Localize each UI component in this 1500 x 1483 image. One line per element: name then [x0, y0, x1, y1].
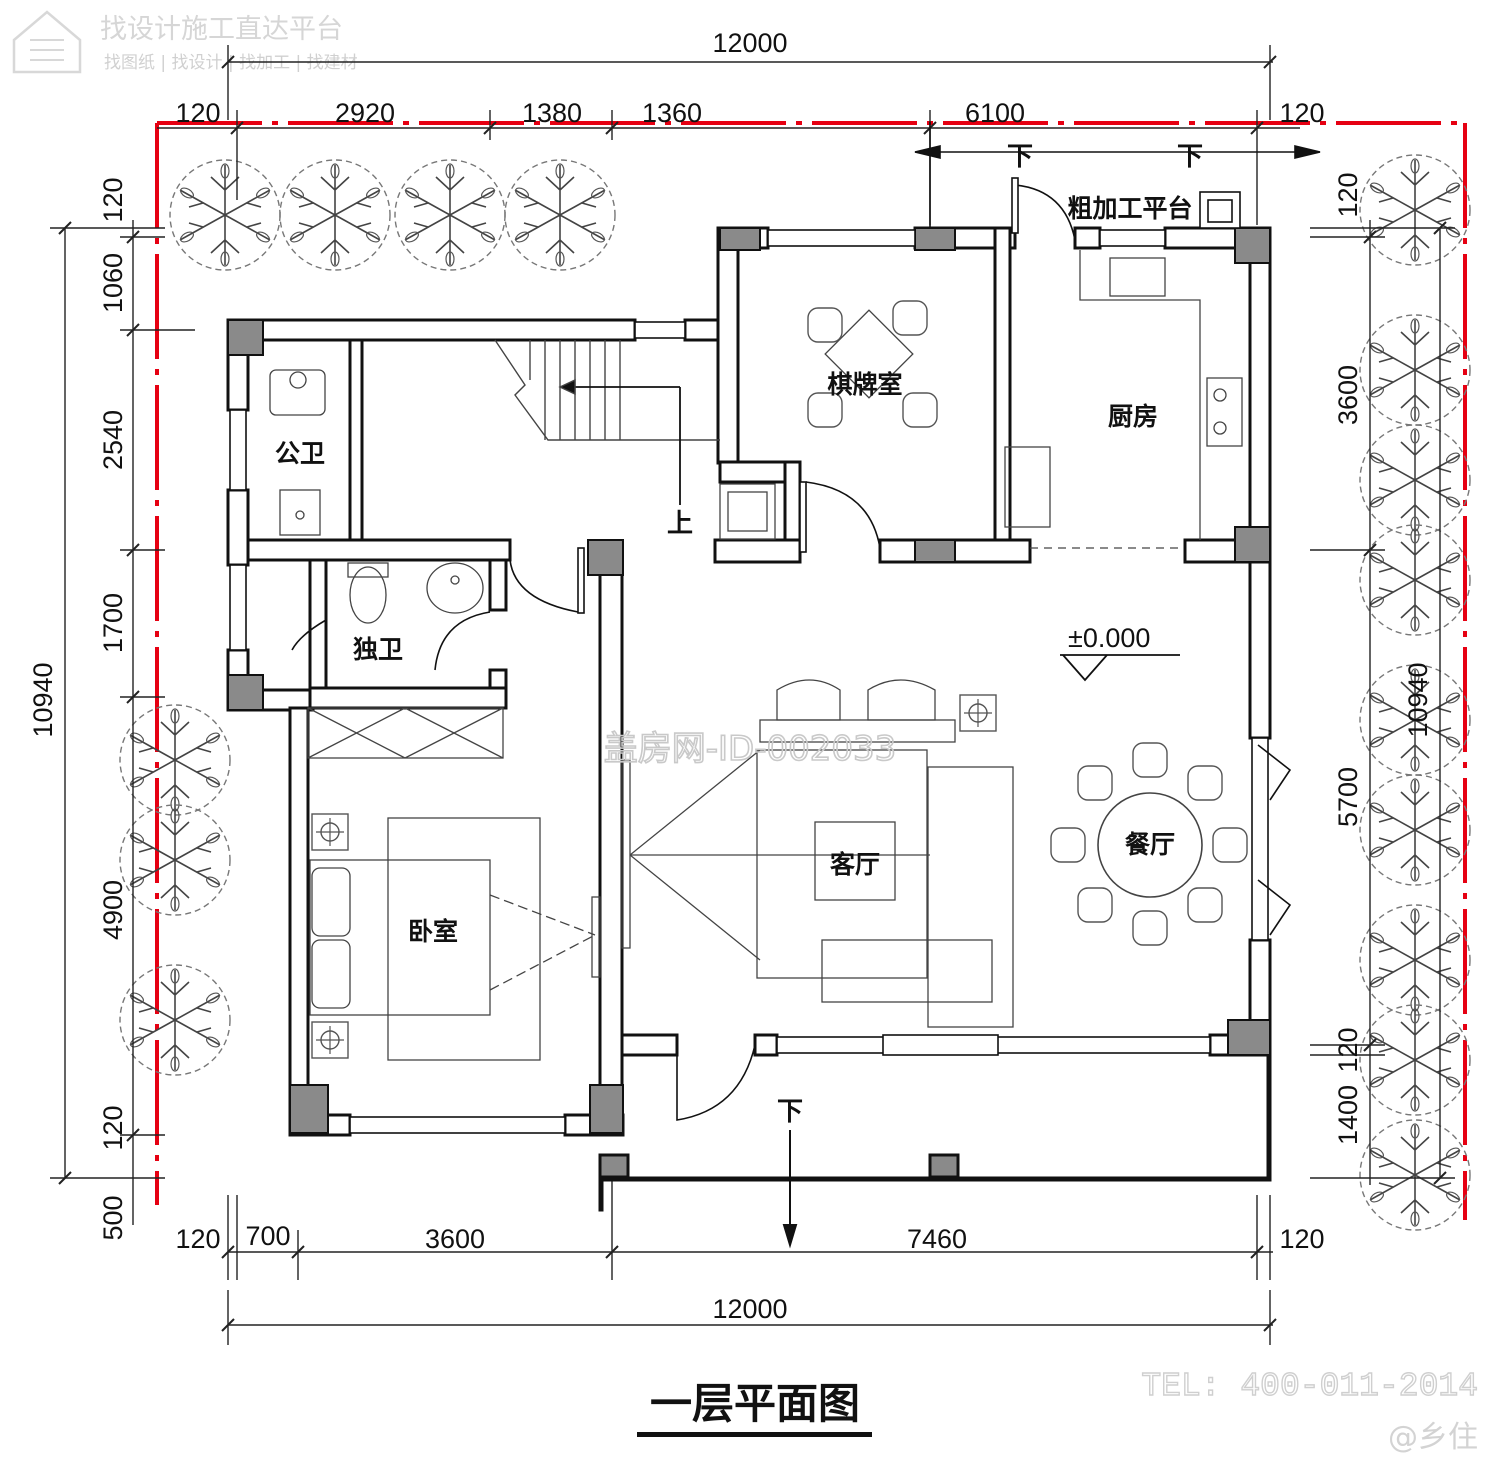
room-living: 客厅: [830, 850, 880, 879]
right-dimension-texts: 10940 120 3600 5700 120 1400: [1333, 172, 1433, 1145]
dim-top-total: 12000: [712, 28, 787, 58]
dim-right-total: 10940: [1403, 662, 1433, 737]
dim-right-1: 120: [1333, 172, 1363, 217]
left-dimension-texts: 10940 120 1060 2540 1700 4900 120 500: [28, 177, 128, 1240]
dim-left-4: 1700: [98, 593, 128, 653]
dim-right-2: 3600: [1333, 365, 1363, 425]
down-label-porch-left: 下: [1007, 142, 1033, 172]
dim-top-3: 1380: [522, 98, 582, 128]
dining-table-set: [1050, 742, 1248, 946]
dimension-lines: [50, 45, 1455, 1345]
dim-left-5: 4900: [98, 880, 128, 940]
watermark-tel: TEL: 400-011-2014: [1141, 1368, 1478, 1405]
dim-bottom-3: 3600: [425, 1224, 485, 1254]
dim-left-7: 500: [98, 1195, 128, 1240]
drawing-title: 一层平面图: [650, 1379, 860, 1428]
down-label-porch-right: 下: [1177, 142, 1203, 172]
dim-right-4: 120: [1333, 1027, 1363, 1072]
dim-right-5: 1400: [1333, 1085, 1363, 1145]
dim-left-3: 2540: [98, 410, 128, 470]
watermark-handle: @乡住: [1388, 1420, 1478, 1455]
room-dining: 餐厅: [1125, 830, 1175, 859]
top-porch: [914, 122, 1321, 229]
down-label-entrance: 下: [777, 1097, 803, 1127]
room-prep-platform: 粗加工平台: [1067, 194, 1192, 223]
title-underline: [637, 1432, 872, 1437]
watermark-id: 盖房网-ID-002033: [604, 729, 897, 769]
dim-top-4: 1360: [642, 98, 702, 128]
brand-logo: [12, 10, 82, 74]
chess-room-chairs: [807, 300, 938, 428]
dim-top-6: 120: [1279, 98, 1324, 128]
fixtures: [269, 250, 1243, 1061]
dim-left-6: 120: [98, 1105, 128, 1150]
dim-bottom-total: 12000: [712, 1294, 787, 1324]
dim-bottom-4: 7460: [907, 1224, 967, 1254]
elevation-marker: [1060, 654, 1180, 682]
brand-subtitle: 找图纸 | 找设计 | 找加工 | 找建材: [104, 53, 358, 73]
doors: [291, 177, 1292, 1121]
dim-bottom-2: 700: [245, 1221, 290, 1251]
room-bedroom: 卧室: [408, 917, 458, 946]
dim-left-2: 1060: [98, 253, 128, 313]
room-public-wc: 公卫: [275, 439, 325, 468]
dimension-ticks: [58, 55, 1447, 1332]
room-kitchen: 厨房: [1108, 402, 1158, 431]
dim-top-1: 120: [175, 98, 220, 128]
entrance-arrow: [782, 1130, 798, 1249]
structural-columns: [227, 227, 1271, 1134]
dim-bottom-5: 120: [1279, 1224, 1324, 1254]
dim-left-total: 10940: [28, 662, 58, 737]
brand-title: 找设计施工直达平台: [100, 14, 343, 45]
dim-top-2: 2920: [335, 98, 395, 128]
dim-top-5: 6100: [965, 98, 1025, 128]
room-chess: 棋牌室: [827, 370, 902, 399]
dim-bottom-1: 120: [175, 1224, 220, 1254]
stair-up-label: 上: [667, 509, 693, 539]
room-private-wc: 独卫: [353, 635, 403, 664]
dim-left-1: 120: [98, 177, 128, 222]
windows: [229, 229, 1269, 1134]
site-boundary: [155, 121, 1467, 1220]
dim-right-3: 5700: [1333, 767, 1363, 827]
staircase: [494, 339, 720, 505]
elevation-label: ±0.000: [1068, 623, 1150, 653]
